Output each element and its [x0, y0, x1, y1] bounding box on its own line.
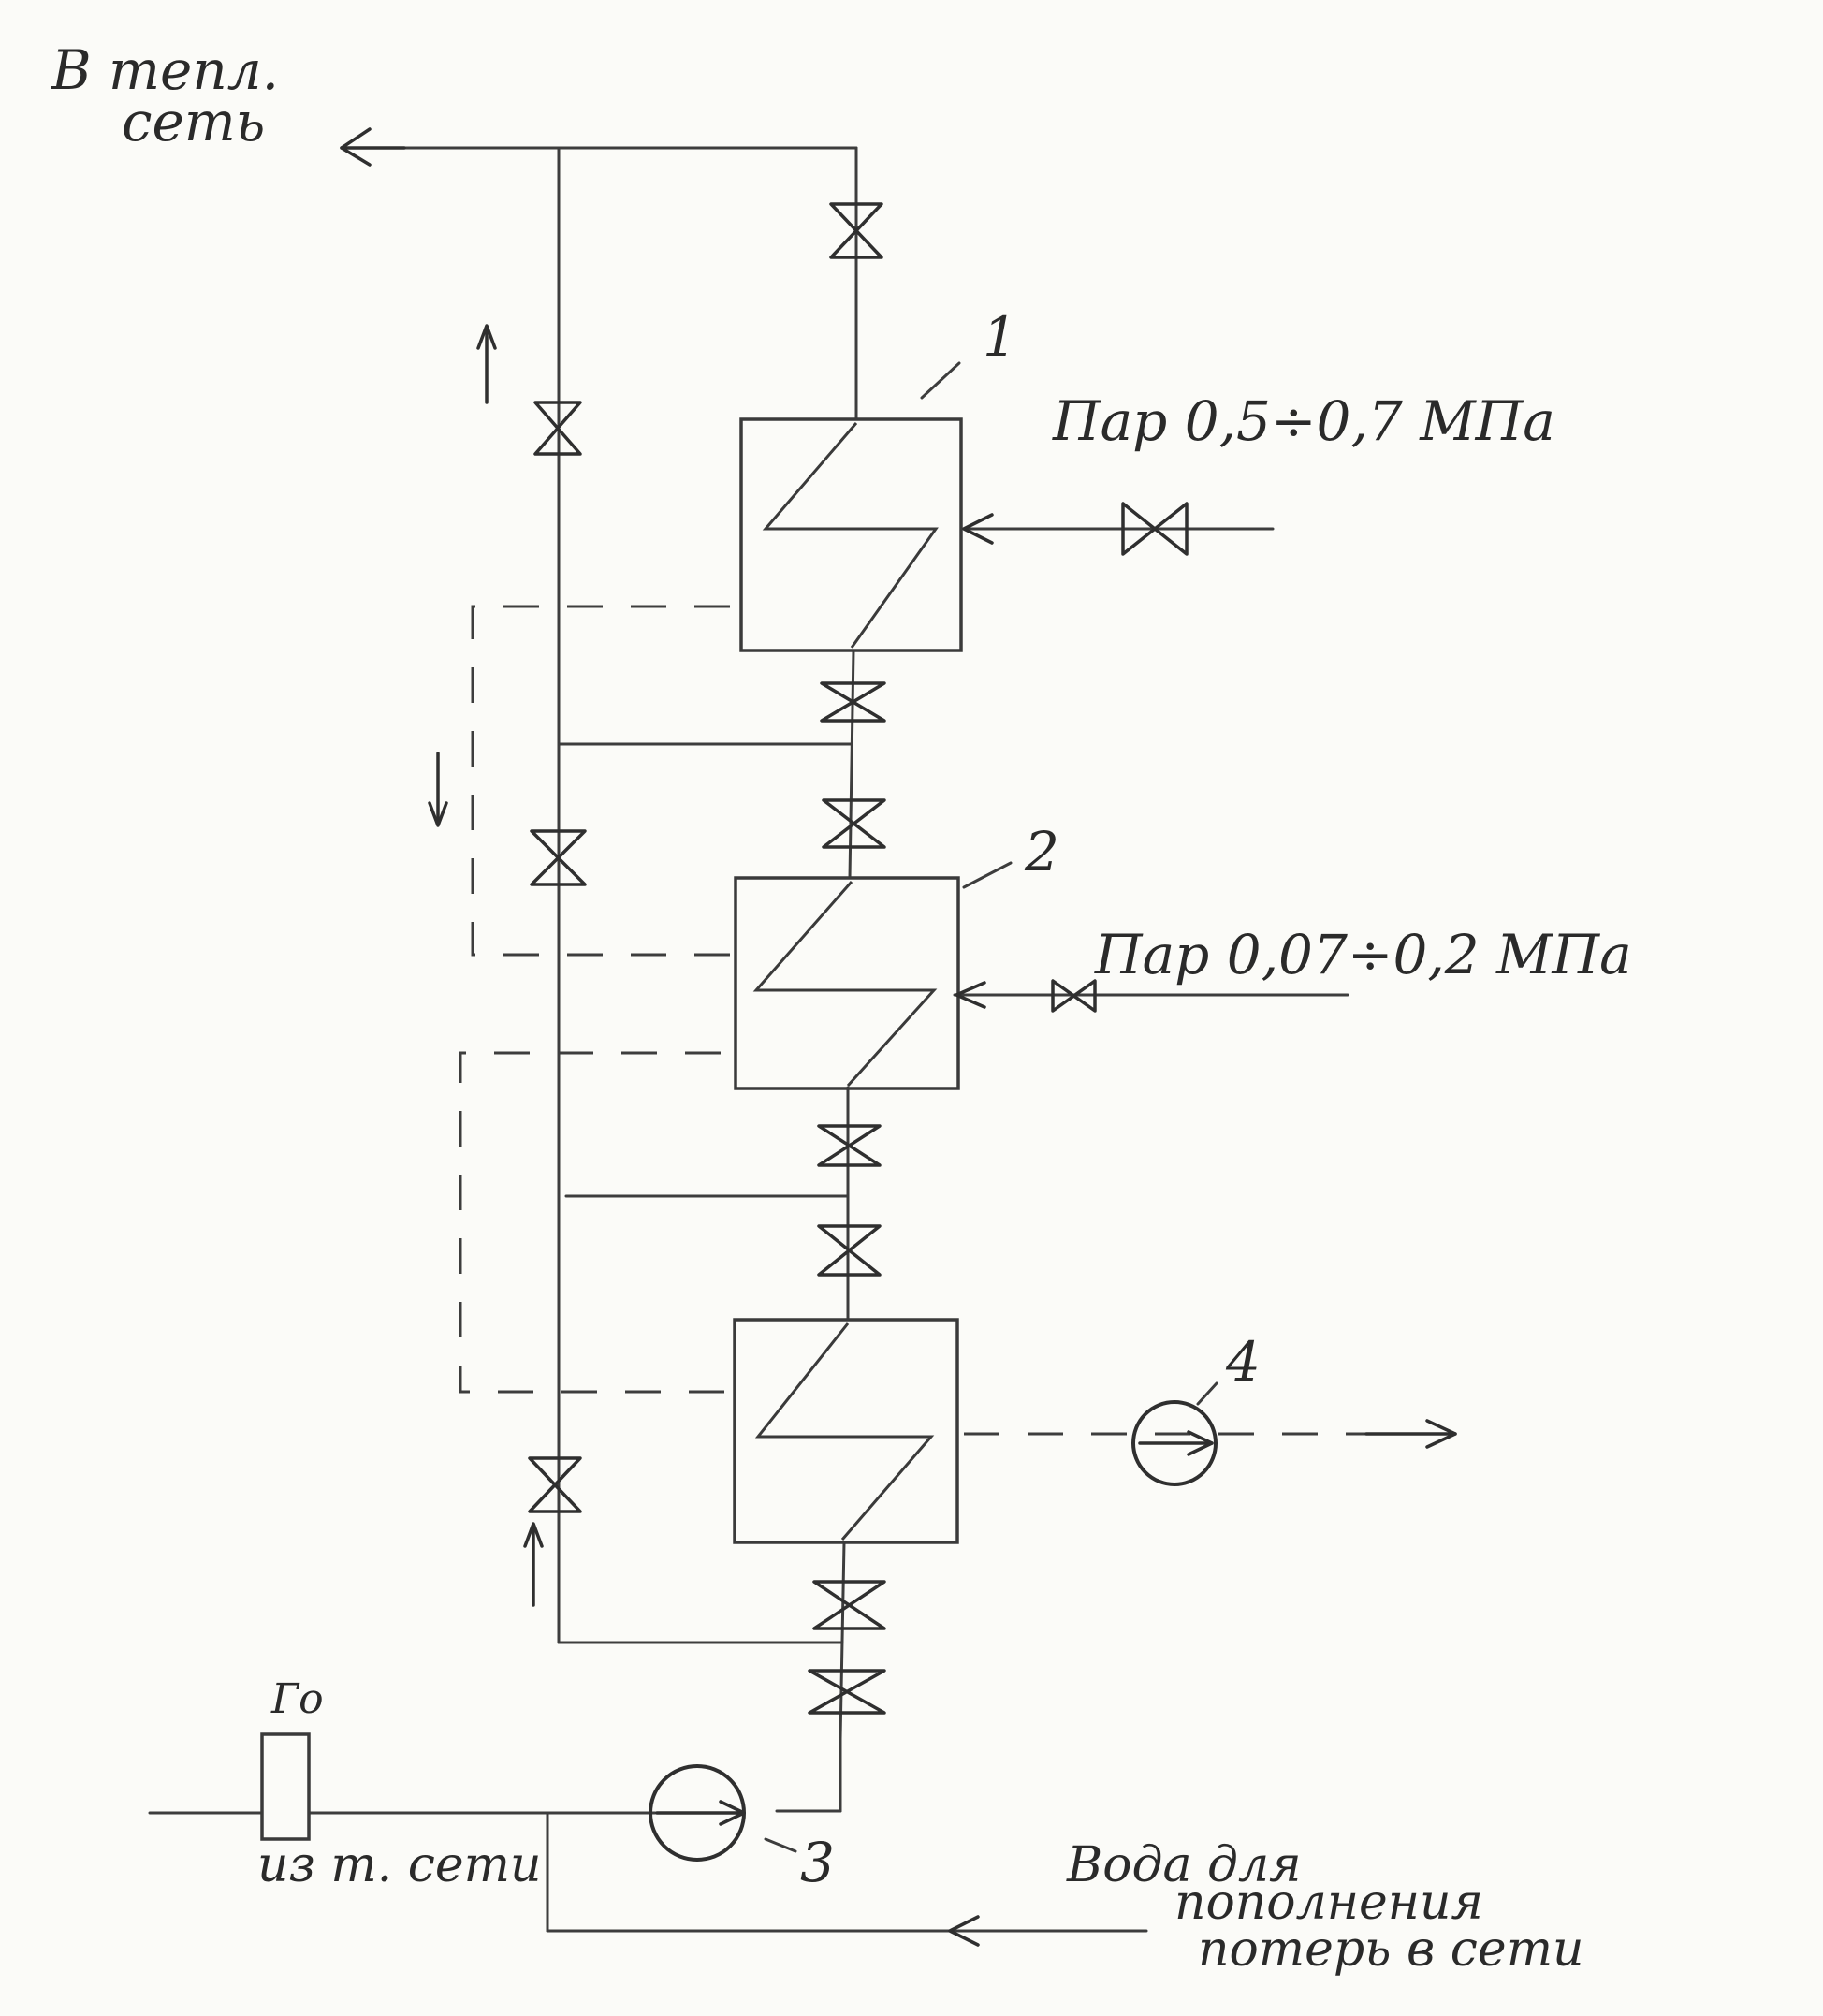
labels: В тепл. сеть 1 2 4 3 Го Пар 0,5÷0,7 МПа …: [51, 38, 1632, 1978]
heater-1-shell: [739, 417, 963, 652]
pipe-heater3-down: [839, 1541, 846, 1741]
valve-bypass-middle-icon: [530, 829, 587, 886]
condensate-line-1-2: [471, 605, 730, 957]
flow-arrows: [340, 127, 1457, 1947]
heater-1-coil: [762, 422, 939, 649]
arrow-up-bottom-icon: [523, 1522, 544, 1607]
leader-heater-1: [920, 361, 961, 400]
inlet-label: из т. сети: [257, 1837, 541, 1893]
arrow-makeup-icon: [948, 1915, 980, 1947]
condensate-line-2-3: [459, 1051, 725, 1394]
arrow-up-top-icon: [476, 324, 497, 404]
arrow-outlet-icon: [340, 127, 406, 167]
valve-heater3-bottom-icon: [812, 1580, 886, 1630]
heater-2: [734, 876, 960, 1090]
pump-3-number: 3: [800, 1831, 835, 1894]
makeup-label-line3: потерь в сети: [1198, 1921, 1584, 1978]
pipe-network: [148, 146, 1349, 1933]
valve-steam1-icon: [1121, 502, 1189, 556]
valve-heater1-bottom-icon: [820, 681, 886, 723]
pipe-heater1-heater2: [848, 649, 855, 880]
valve-heater2-bottom-icon: [817, 1124, 882, 1167]
flow-meter-icon: [260, 1732, 311, 1841]
valve-pump-inlet-icon: [808, 1669, 886, 1715]
heater-1: [739, 417, 963, 652]
heater-3-shell: [733, 1318, 959, 1544]
makeup-label-line1: Вода для: [1066, 1837, 1302, 1893]
condensate-lines: [459, 605, 1422, 1436]
leader-pump-3: [764, 1837, 797, 1853]
valve-steam2-icon: [1051, 979, 1097, 1013]
flow-meter-label: Го: [270, 1675, 324, 1723]
arrow-steam2-icon: [955, 981, 986, 1009]
pump-4-icon: [1131, 1400, 1218, 1486]
heater-3: [733, 1318, 959, 1544]
pump-4-number: 4: [1225, 1330, 1261, 1394]
leader-pump-4: [1196, 1381, 1218, 1406]
outlet-label-line2: сеть: [122, 90, 265, 153]
valves: [528, 202, 1189, 1715]
makeup-label-line2: пополнения: [1174, 1875, 1483, 1931]
heater-2-coil: [752, 881, 938, 1088]
valve-outlet-icon: [829, 202, 883, 259]
valve-bypass-bottom-icon: [528, 1456, 582, 1513]
pump-3-icon: [649, 1764, 746, 1862]
steam-2-label: Пар 0,07÷0,2 МПа: [1094, 923, 1632, 986]
heater-2-number: 2: [1024, 820, 1059, 884]
valve-bypass-top-icon: [533, 401, 582, 456]
outlet-label-line1: В тепл.: [51, 38, 279, 102]
steam-1-label: Пар 0,5÷0,7 МПа: [1052, 389, 1555, 453]
heater-1-number: 1: [983, 305, 1017, 369]
leader-heater-2: [962, 861, 1013, 889]
arrow-drain-icon: [1364, 1419, 1457, 1449]
valve-heater3-top-icon: [817, 1224, 882, 1277]
heater-3-coil: [754, 1322, 935, 1541]
heater-2-shell: [734, 876, 960, 1090]
arrow-down-icon: [428, 752, 448, 827]
arrow-steam1-icon: [962, 513, 994, 545]
valve-heater2-top-icon: [822, 798, 886, 849]
